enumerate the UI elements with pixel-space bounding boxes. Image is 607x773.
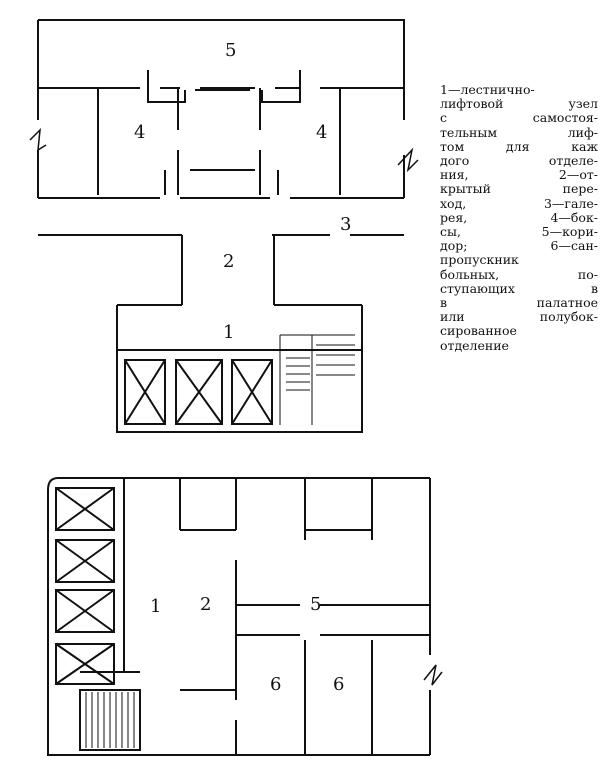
label-box-right: 4 [316, 122, 327, 143]
legend-line: 1—лестнично- [440, 82, 535, 97]
label-crossing: 2 [223, 251, 234, 272]
legend-line: лифтовой узел [440, 96, 598, 112]
label-gallery: 3 [340, 214, 351, 235]
legend-line: с самостоя- [440, 110, 598, 126]
legend-caption: 1—лестнично- лифтовой узел с самостоя- т… [440, 82, 598, 353]
label-corridor-bottom: 5 [310, 594, 321, 615]
legend-line: крытый пере- [440, 181, 598, 197]
legend-line: сированное [440, 323, 517, 339]
legend-line: больных, по- [440, 266, 598, 282]
label-stair-lift: 1 [223, 322, 234, 343]
legend-line: или полубок- [440, 309, 598, 325]
label-crossing-bottom: 2 [200, 594, 211, 615]
top-floor-plan [29, 19, 419, 433]
legend-line: в палатное [440, 295, 598, 311]
legend-line: пропускник [440, 252, 519, 268]
legend-line: ход, 3—гале- [440, 195, 598, 211]
legend-line: том для каж [440, 138, 598, 154]
label-stair-lift-bottom: 1 [150, 596, 161, 617]
legend-line: рея, 4—бок- [440, 209, 598, 225]
label-corridor-top: 5 [225, 40, 236, 61]
legend-line: дор; 6—сан- [440, 238, 598, 254]
legend-line: ния, 2—от- [440, 167, 598, 183]
label-box-left: 4 [134, 122, 145, 143]
legend-line: дого отделе- [440, 153, 598, 169]
legend-line: отделение [440, 337, 509, 353]
bottom-floor-plan [47, 477, 443, 756]
label-sanitary-2: 6 [333, 674, 344, 695]
legend-line: ступающих в [440, 280, 598, 296]
label-sanitary-1: 6 [270, 674, 281, 695]
legend-line: сы, 5—кори- [440, 224, 598, 240]
legend-line: тельным лиф- [440, 124, 598, 140]
